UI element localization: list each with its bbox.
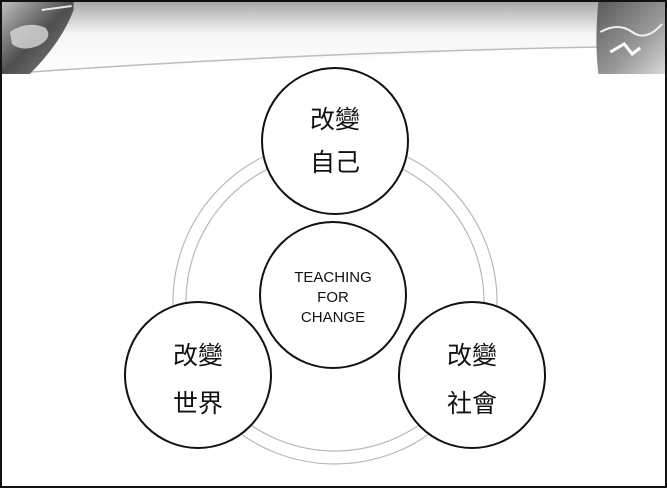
node-left-line-1: 改變	[173, 341, 223, 370]
center-line-3: CHANGE	[301, 309, 365, 326]
node-right-line-1: 改變	[447, 341, 497, 370]
node-change-world: 改變 世界	[124, 301, 272, 449]
center-line-2: FOR	[317, 289, 349, 306]
keyboard-photo-icon	[2, 2, 74, 74]
header-banner	[2, 2, 665, 74]
node-change-society: 改變 社會	[398, 301, 546, 449]
center-line-1: TEACHING	[294, 269, 372, 286]
node-right-line-2: 社會	[447, 389, 497, 418]
node-change-self: 改變 自己	[261, 67, 409, 215]
wave-photo-icon	[596, 2, 665, 74]
node-top-line-1: 改變	[310, 105, 360, 134]
node-top-line-2: 自己	[310, 148, 360, 177]
center-node: TEACHING FOR CHANGE	[259, 221, 407, 369]
node-left-line-2: 世界	[173, 389, 223, 418]
